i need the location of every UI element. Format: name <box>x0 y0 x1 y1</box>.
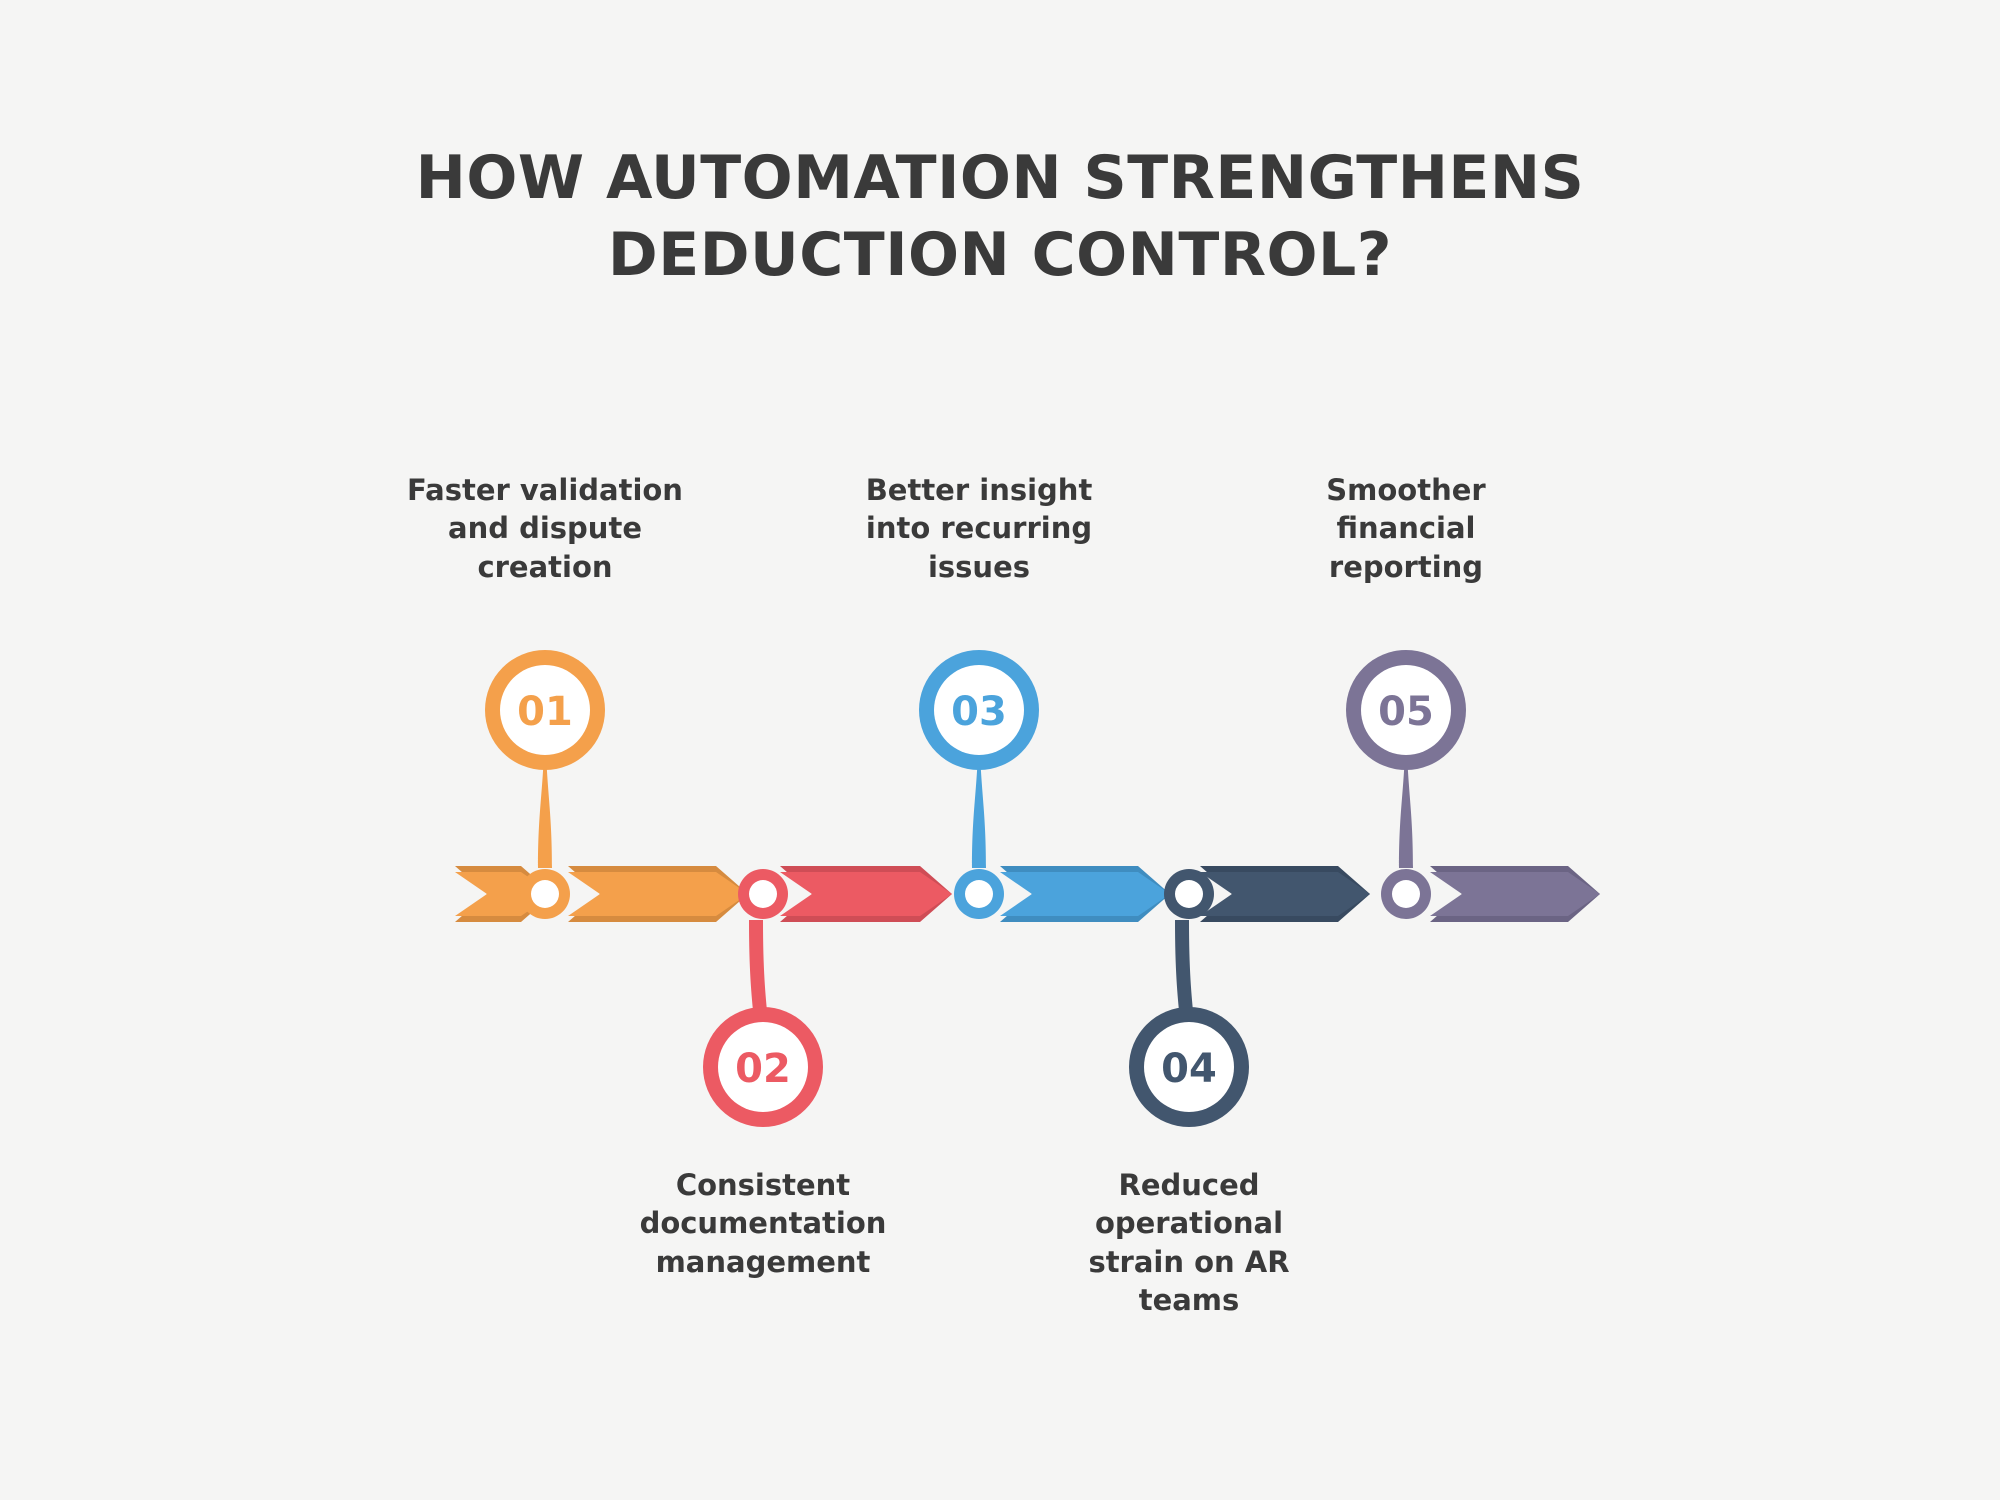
step-02-node-center <box>749 880 777 908</box>
timeline-step-02[interactable]: 02 <box>703 869 823 1127</box>
band-segment-4 <box>1200 866 1370 922</box>
timeline-step-03[interactable]: 03 <box>919 650 1039 919</box>
step-02-label: Consistent documentation management <box>613 1166 913 1281</box>
step-03-marker-inner <box>934 665 1024 755</box>
step-02-label-line-2: documentation <box>639 1206 887 1241</box>
step-04-label: Reduced operational strain on AR teams <box>1049 1166 1329 1319</box>
step-05-label-line-3: reporting <box>1328 549 1484 584</box>
step-05-label-line-2: financial <box>1336 511 1476 546</box>
timeline-step-01[interactable]: 01 <box>485 650 605 919</box>
step-04-marker-inner <box>1144 1022 1234 1112</box>
step-05-label-line-1: Smoother <box>1326 473 1486 507</box>
step-02-marker-inner <box>718 1022 808 1112</box>
timeline-step-05[interactable]: 05 <box>1346 650 1466 919</box>
step-01-label-line-3: creation <box>477 549 613 584</box>
step-03-label-line-3: issues <box>927 549 1031 584</box>
step-03-node-center <box>965 880 993 908</box>
timeline-step-04[interactable]: 04 <box>1129 869 1249 1127</box>
band-segment-1 <box>568 866 748 922</box>
step-01-stem <box>538 700 552 868</box>
step-02-label-line-3: management <box>655 1244 871 1279</box>
step-04-number: 04 <box>1161 1046 1217 1092</box>
band-segment-3-face <box>1000 872 1170 916</box>
band-segment-4-face <box>1200 872 1370 916</box>
step-04-label-line-3: strain on AR <box>1088 1244 1290 1279</box>
step-04-label-line-4: teams <box>1138 1282 1240 1317</box>
step-04-label-line-2: operational <box>1094 1206 1284 1241</box>
step-03-label: Better insight into recurring issues <box>829 471 1129 586</box>
step-03-number: 03 <box>951 689 1007 735</box>
step-05-marker-inner <box>1361 665 1451 755</box>
step-01-label-line-2: and dispute <box>448 511 642 546</box>
band-segment-2-face <box>780 872 952 916</box>
step-05-label: Smoother financial reporting <box>1256 471 1556 586</box>
step-02-label-line-1: Consistent <box>675 1168 851 1202</box>
step-01-label: Faster validation and dispute creation <box>345 471 745 586</box>
band-segment-5-face <box>1430 872 1600 916</box>
step-03-stem <box>972 700 986 868</box>
band-segment-5 <box>1430 866 1600 922</box>
timeline-band <box>455 866 1600 922</box>
step-01-marker-inner <box>500 665 590 755</box>
step-03-label-line-2: into recurring <box>865 511 1093 546</box>
step-05-number: 05 <box>1378 689 1434 735</box>
band-segment-1-face <box>568 872 748 916</box>
step-02-number: 02 <box>735 1046 791 1092</box>
step-01-number: 01 <box>517 689 573 735</box>
step-04-node-center <box>1175 880 1203 908</box>
band-segment-3 <box>1000 866 1170 922</box>
step-01-label-line-1: Faster validation <box>407 473 683 507</box>
band-segment-2 <box>780 866 952 922</box>
step-05-stem <box>1399 700 1413 868</box>
step-01-node-center <box>531 880 559 908</box>
step-04-label-line-1: Reduced <box>1118 1168 1260 1202</box>
step-03-label-line-1: Better insight <box>865 473 1093 507</box>
step-05-node-center <box>1392 880 1420 908</box>
